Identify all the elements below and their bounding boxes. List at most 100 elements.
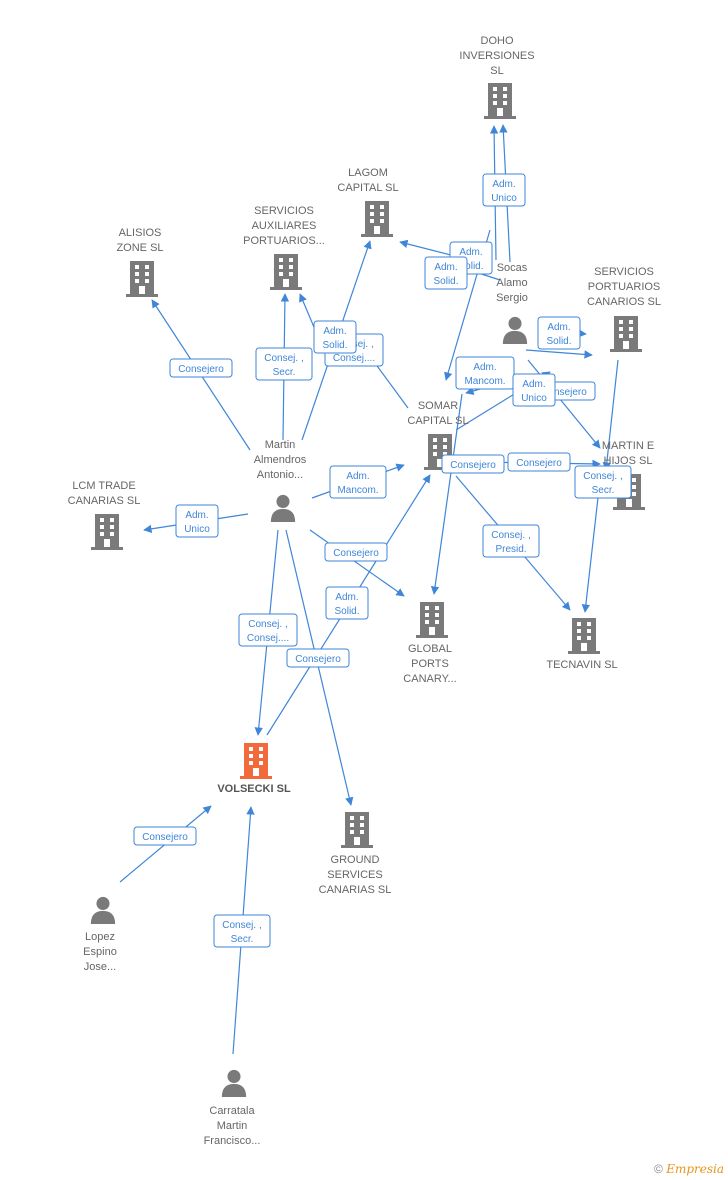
relation-text: Secr. xyxy=(273,367,296,378)
relation-label-r12[interactable]: Adm.Mancom. xyxy=(455,356,515,390)
relation-label-r6[interactable]: Adm.Solid. xyxy=(313,320,357,354)
relation-label-r9[interactable]: Adm.Mancom. xyxy=(329,465,387,499)
relation-box xyxy=(175,504,219,538)
relation-edge xyxy=(430,393,463,595)
relation-label-r13[interactable]: Adm.Unico xyxy=(512,373,556,407)
node-label: SERVICIOS xyxy=(594,266,654,278)
building-icon xyxy=(270,254,302,290)
node-label: Martin xyxy=(265,439,296,451)
company-node-volsecki[interactable]: VOLSECKI SL xyxy=(217,743,291,795)
relation-edge xyxy=(309,529,405,597)
relation-label-r17[interactable]: Consej. ,Presid. xyxy=(482,524,540,558)
relation-label-r7[interactable]: Consej. , Secr. xyxy=(255,347,313,381)
relation-text: Adm. xyxy=(492,179,515,190)
node-label: ALISIOS xyxy=(119,227,162,239)
person-node-martin[interactable]: MartinAlmendrosAntonio... xyxy=(254,439,307,522)
building-icon xyxy=(341,812,373,848)
relation-text: Consej. , xyxy=(264,353,303,364)
node-label: Carratala xyxy=(209,1105,255,1117)
building-icon xyxy=(361,201,393,237)
relation-label-r16[interactable]: Consej. ,Secr. xyxy=(574,465,632,499)
relation-text: Consej.... xyxy=(247,633,289,644)
relation-text: Solid. xyxy=(334,606,359,617)
relation-text: Consejero xyxy=(295,654,341,665)
person-icon xyxy=(221,1069,247,1097)
node-label: PORTS xyxy=(411,658,449,670)
relation-text: Adm. xyxy=(547,322,570,333)
relation-text: Adm. xyxy=(323,326,346,337)
relation-label-r23[interactable]: Consej. ,Secr. xyxy=(213,914,271,948)
relation-box xyxy=(424,256,468,290)
person-node-carratala[interactable]: CarratalaMartinFrancisco... xyxy=(204,1069,261,1147)
node-label: GLOBAL xyxy=(408,643,452,655)
relation-box xyxy=(324,542,388,562)
relation-text: Consejero xyxy=(541,387,587,398)
node-label: Lopez xyxy=(85,931,115,943)
footer: © Empresia xyxy=(654,1162,724,1176)
relation-text: Unico xyxy=(521,393,547,404)
node-label: AUXILIARES xyxy=(252,220,317,232)
relation-box xyxy=(482,173,526,207)
node-label: Antonio... xyxy=(257,469,303,481)
node-label: PORTUARIOS... xyxy=(243,235,325,247)
company-node-alisios[interactable]: ALISIOS ZONE SL xyxy=(116,227,164,297)
company-node-global[interactable]: GLOBALPORTSCANARY... xyxy=(403,602,457,685)
edges-layer xyxy=(119,124,619,1055)
node-label: GROUND xyxy=(331,854,380,866)
relation-label-r18[interactable]: Consejero xyxy=(324,542,388,562)
relation-box xyxy=(169,358,233,378)
node-label: Francisco... xyxy=(204,1135,261,1147)
relation-label-r8[interactable]: Consejero xyxy=(169,358,233,378)
relation-label-r20[interactable]: Consej. ,Consej.... xyxy=(238,613,298,647)
relation-label-r10[interactable]: Adm.Unico xyxy=(175,504,219,538)
relation-box xyxy=(286,648,350,668)
relation-label-r19[interactable]: Adm.Solid. xyxy=(325,586,369,620)
relation-text: Adm. xyxy=(459,247,482,258)
building-icon xyxy=(568,618,600,654)
relation-label-r21[interactable]: Consejero xyxy=(286,648,350,668)
relation-label-r4[interactable]: Adm.Solid. xyxy=(537,316,581,350)
relation-box xyxy=(329,465,387,499)
relation-label-r1[interactable]: Adm.Unico xyxy=(482,173,526,207)
relation-label-r15[interactable]: Consejero xyxy=(507,452,571,472)
relation-box xyxy=(313,320,357,354)
relation-text: Solid. xyxy=(433,276,458,287)
node-label: Martin xyxy=(217,1120,248,1132)
relation-label-r3[interactable]: Adm.Solid. xyxy=(424,256,468,290)
company-node-servaux[interactable]: SERVICIOSAUXILIARESPORTUARIOS... xyxy=(243,205,325,290)
company-node-tecnavin[interactable]: TECNAVIN SL xyxy=(546,618,618,671)
relation-label-r22[interactable]: Consejero xyxy=(133,826,197,846)
node-label: MARTIN E xyxy=(602,440,654,452)
relation-text: Presid. xyxy=(495,544,526,555)
node-label: Socas xyxy=(497,262,528,274)
relation-text: Adm. xyxy=(473,362,496,373)
relation-box xyxy=(482,524,540,558)
relation-text: Solid. xyxy=(458,261,483,272)
node-label: CANARIAS SL xyxy=(319,884,392,896)
relation-box xyxy=(441,454,505,474)
brand-logo[interactable]: Empresia xyxy=(666,1162,724,1176)
relation-text: Adm. xyxy=(185,510,208,521)
relation-text: Consejero xyxy=(450,460,496,471)
person-node-lopez[interactable]: LopezEspinoJose... xyxy=(83,896,117,973)
relation-text: Mancom. xyxy=(337,485,378,496)
node-label: ZONE SL xyxy=(116,242,163,254)
relation-box xyxy=(455,356,515,390)
building-icon xyxy=(91,514,123,550)
node-label: SL xyxy=(490,65,503,77)
node-label: Almendros xyxy=(254,454,307,466)
relation-box xyxy=(133,826,197,846)
node-label: LAGOM xyxy=(348,167,388,179)
relation-label-r14[interactable]: Consejero xyxy=(441,454,505,474)
relation-box xyxy=(238,613,298,647)
building-icon xyxy=(126,261,158,297)
